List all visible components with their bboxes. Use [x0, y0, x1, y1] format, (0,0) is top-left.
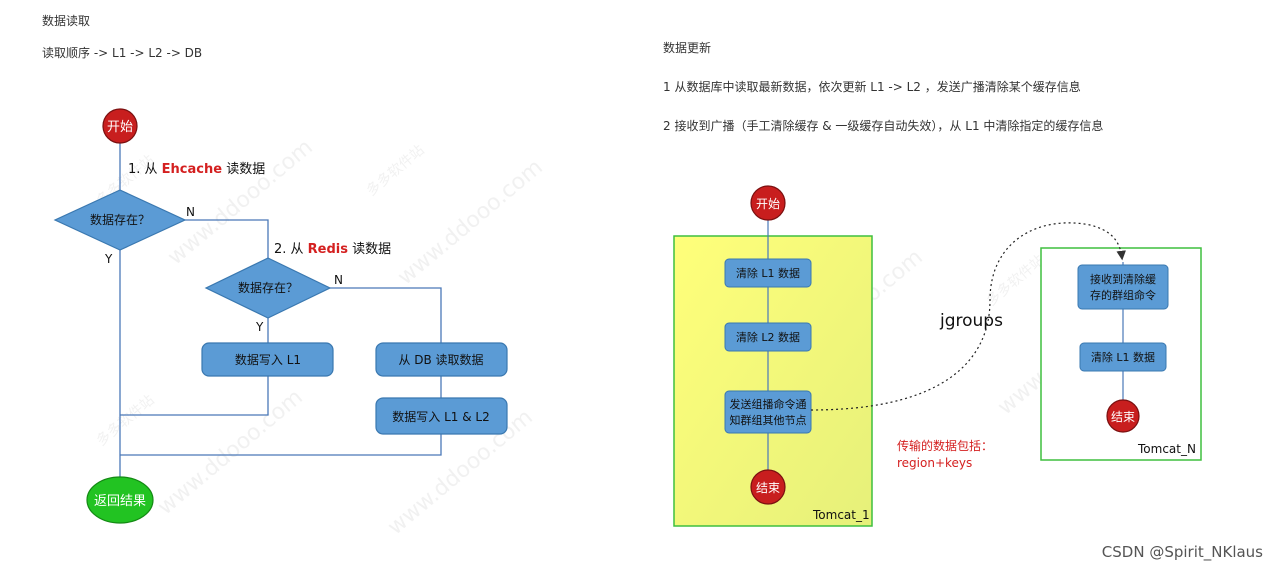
- jgroups-label: jgroups: [939, 311, 1003, 331]
- tomcat-n-label: Tomcat_N: [1137, 442, 1196, 456]
- update-end-node-2: 结束: [1106, 399, 1140, 433]
- receive-command-box: 接收到清除缓 存的群组命令: [1077, 264, 1169, 310]
- jgroups-link: [810, 222, 1126, 411]
- payload-note-line2: region+keys: [897, 456, 972, 470]
- read-db-label: 从 DB 读取数据: [398, 352, 483, 367]
- read-flow-connectors: [119, 143, 442, 478]
- broadcast-label-line1: 发送组播命令通: [730, 397, 807, 411]
- credit-text: CSDN @Spirit_NKlaus: [1101, 543, 1263, 561]
- read-decision-1-label: 数据存在？: [90, 212, 150, 227]
- return-result-node: 返回结果: [86, 476, 154, 524]
- update-end-1-label: 结束: [756, 481, 780, 495]
- update-step-1: 1 从数据库中读取最新数据，依次更新 L1 -> L2 ，发送广播清除某个缓存信…: [663, 80, 1081, 94]
- receive-command-line1: 接收到清除缓: [1090, 272, 1156, 286]
- update-end-node-1: 结束: [750, 469, 786, 505]
- read-decision-1-y: Y: [104, 252, 113, 266]
- read-section-title: 数据读取: [42, 14, 91, 28]
- read-decision-2-label: 数据存在？: [238, 280, 298, 295]
- broadcast-label-line2: 知群组其他节点: [730, 413, 807, 427]
- write-l1-box: 数据写入 L1: [201, 342, 334, 377]
- payload-note-line1: 传输的数据包括：: [897, 438, 993, 453]
- clear-l1-node-n-label: 清除 L1 数据: [1091, 350, 1155, 364]
- return-result-label: 返回结果: [94, 494, 146, 509]
- update-start-node: 开始: [750, 185, 786, 221]
- read-decision-1: 数据存在？: [53, 189, 187, 251]
- receive-command-line2: 存的群组命令: [1090, 288, 1156, 302]
- clear-l1-box: 清除 L1 数据: [724, 258, 812, 288]
- update-end-2-label: 结束: [1111, 410, 1135, 424]
- clear-l2-label: 清除 L2 数据: [736, 330, 800, 344]
- read-step2-label: 2. 从 Redis 读数据: [274, 242, 391, 257]
- read-step1-label: 1. 从 Ehcache 读数据: [128, 162, 265, 177]
- update-section-title: 数据更新: [663, 41, 712, 55]
- read-start-label: 开始: [107, 120, 133, 135]
- write-l1-l2-box: 数据写入 L1 & L2: [375, 397, 508, 435]
- read-decision-2: 数据存在？: [204, 257, 332, 319]
- read-start-node: 开始: [102, 108, 138, 144]
- write-l1-l2-label: 数据写入 L1 & L2: [392, 409, 489, 424]
- read-db-box: 从 DB 读取数据: [375, 342, 508, 377]
- write-l1-label: 数据写入 L1: [235, 352, 301, 367]
- read-decision-1-n: N: [186, 205, 195, 219]
- read-decision-2-n: N: [334, 273, 343, 287]
- read-decision-2-y: Y: [255, 320, 264, 334]
- broadcast-box: 发送组播命令通 知群组其他节点: [724, 390, 812, 434]
- update-start-label: 开始: [756, 197, 780, 211]
- clear-l2-box: 清除 L2 数据: [724, 322, 812, 352]
- clear-l1-label: 清除 L1 数据: [736, 266, 800, 280]
- tomcat-1-label: Tomcat_1: [812, 508, 870, 522]
- read-order-text: 读取顺序 -> L1 -> L2 -> DB: [42, 46, 203, 60]
- update-step-2: 2 接收到广播（手工清除缓存 & 一级缓存自动失效），从 L1 中清除指定的缓存…: [663, 119, 1104, 133]
- clear-l1-node-n-box: 清除 L1 数据: [1079, 342, 1167, 372]
